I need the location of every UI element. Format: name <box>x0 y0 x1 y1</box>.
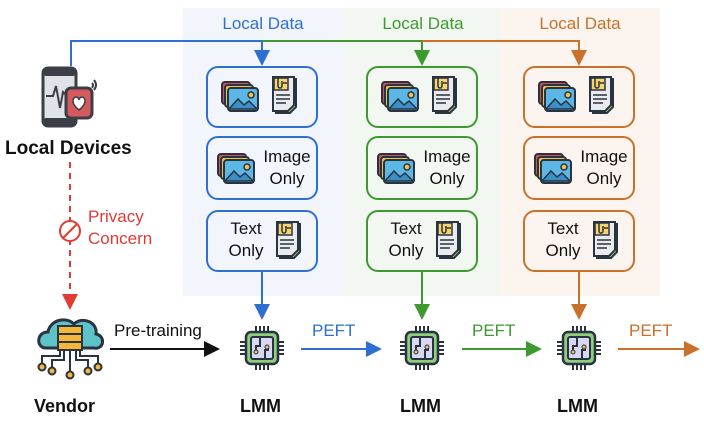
document-icon-svg <box>272 76 297 114</box>
text-only-line-1: Text <box>547 219 579 238</box>
image-stack-icon <box>216 150 256 191</box>
image-only-line-1: Image <box>263 147 311 166</box>
text-only-line-2: Only <box>228 241 264 260</box>
line-orange-top <box>422 40 587 66</box>
vendor-label: Vendor <box>34 396 96 416</box>
image-only-line-1: Image <box>423 147 471 166</box>
image-stack-icon <box>376 150 416 191</box>
peft-label-green: PEFT <box>472 321 516 340</box>
panel-title-green: Local Data <box>382 14 464 33</box>
image-stack-icon <box>537 78 577 119</box>
document-icon-svg <box>436 221 461 259</box>
panel-title-orange: Local Data <box>539 14 621 33</box>
local-devices-label: Local Devices <box>5 138 132 159</box>
image-stack-icon-svg <box>381 81 419 112</box>
line-green-top <box>262 40 430 66</box>
image-stack-icon <box>220 78 260 119</box>
text-only-line-2: Only <box>388 241 424 260</box>
image-stack-icon-svg <box>221 81 259 112</box>
multimodal-data-box-blue <box>206 66 318 128</box>
chip-icon <box>557 326 601 370</box>
image-only-line-2: Only <box>269 169 305 188</box>
text-only-line-2: Only <box>545 241 581 260</box>
document-icon <box>587 75 617 120</box>
document-icon <box>591 220 621 265</box>
lmm-chip-icon-orange <box>555 324 603 377</box>
multimodal-data-box-green <box>366 66 478 128</box>
cloud-server-icon <box>37 318 104 380</box>
image-stack-icon-svg <box>377 153 415 184</box>
document-icon <box>270 75 300 120</box>
peft-label-orange: PEFT <box>629 321 673 340</box>
image-only-line-1: Image <box>580 147 628 166</box>
image-stack-icon-svg <box>538 81 576 112</box>
multimodal-data-box-orange <box>523 66 635 128</box>
panel-title-blue: Local Data <box>222 14 304 33</box>
image-stack-icon <box>380 78 420 119</box>
lmm-label-orange: LMM <box>557 396 598 416</box>
chip-icon <box>240 326 284 370</box>
lmm-label-green: LMM <box>400 396 441 416</box>
lmm-label-blue: LMM <box>240 396 281 416</box>
line-blue-top <box>70 40 270 66</box>
pretraining-label: Pre-training <box>114 321 202 340</box>
privacy-concern-label: Privacy Concern <box>88 206 152 250</box>
document-icon-svg <box>593 221 618 259</box>
document-icon-svg <box>276 221 301 259</box>
prohibited-icon <box>59 220 81 242</box>
image-stack-icon-svg <box>534 153 572 184</box>
image-stack-icon <box>533 150 573 191</box>
text-only-line-1: Text <box>390 219 422 238</box>
lmm-chip-icon-green <box>398 324 446 377</box>
image-only-line-2: Only <box>586 169 622 188</box>
document-icon <box>430 75 460 120</box>
image-stack-icon-svg <box>217 153 255 184</box>
image-only-line-2: Only <box>429 169 465 188</box>
document-icon <box>434 220 464 265</box>
privacy-line-2: Concern <box>88 229 153 248</box>
text-only-line-1: Text <box>230 219 262 238</box>
document-icon <box>274 220 304 265</box>
peft-label-blue: PEFT <box>312 321 356 340</box>
chip-icon <box>400 326 444 370</box>
privacy-line-1: Privacy <box>88 207 144 226</box>
document-icon-svg <box>432 76 457 114</box>
document-icon-svg <box>589 76 614 114</box>
phone-watch-icon <box>41 66 97 128</box>
lmm-chip-icon-blue <box>238 324 286 377</box>
